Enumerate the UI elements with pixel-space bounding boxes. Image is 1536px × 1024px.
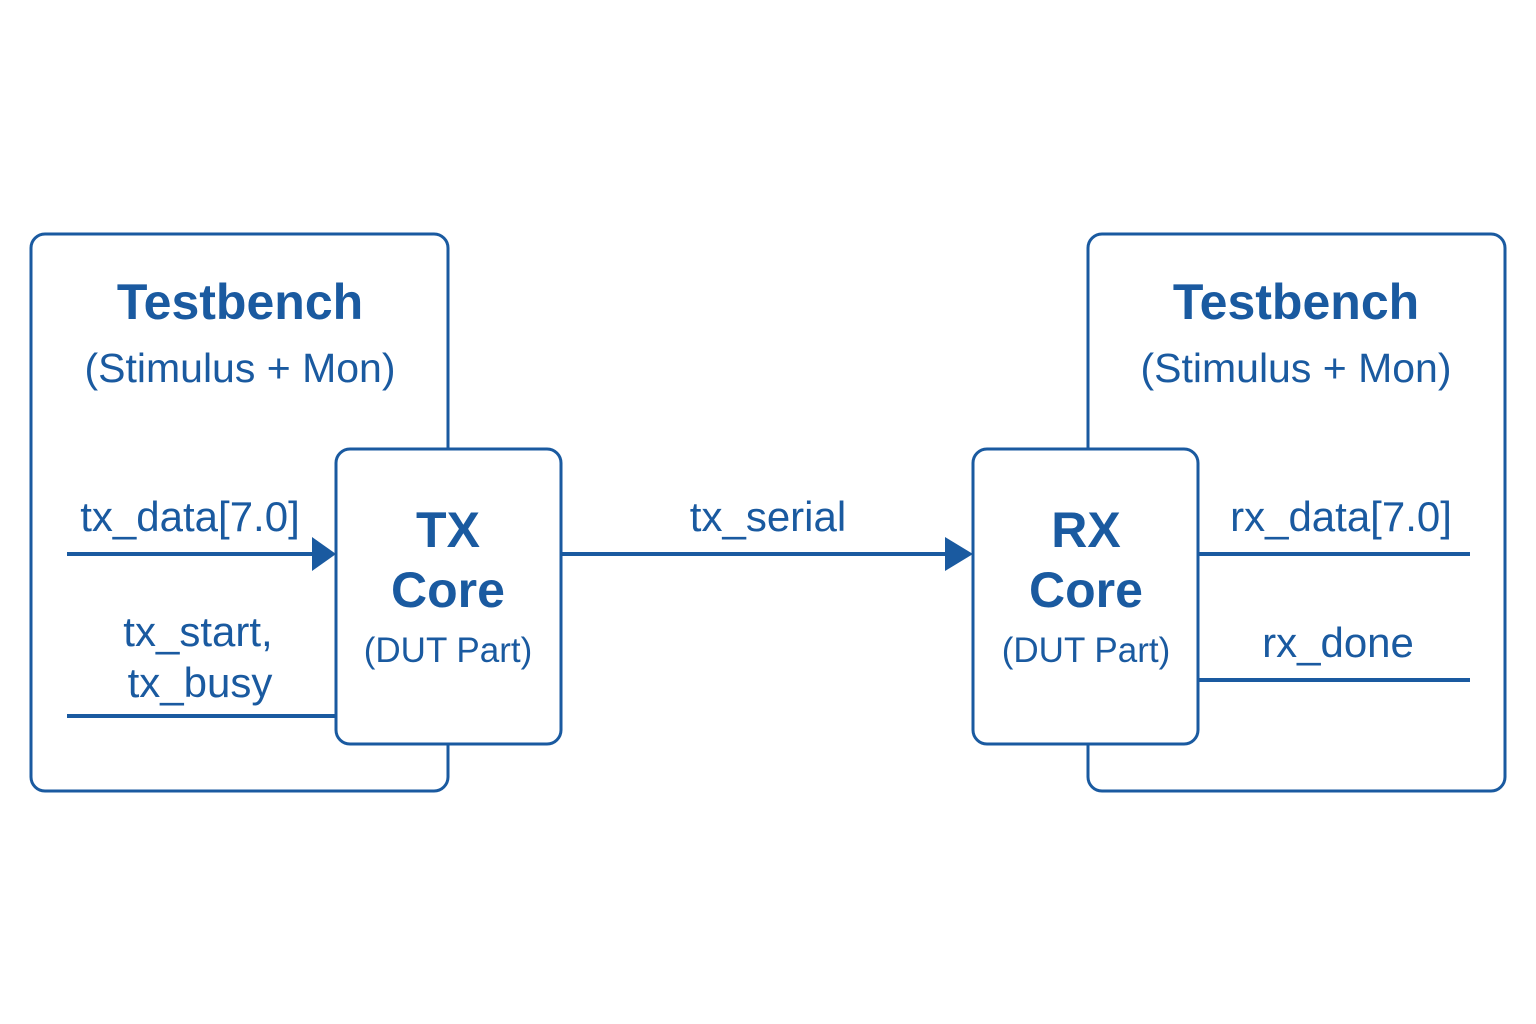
rx-data-label: rx_data[7.0]	[1230, 493, 1452, 540]
rx-core-box	[971, 447, 1200, 746]
tx-data-arrowhead	[312, 537, 336, 571]
left-testbench-title: Testbench	[117, 274, 363, 330]
tx-serial-arrowhead	[945, 537, 973, 571]
tx-core-subtitle: Core	[391, 562, 505, 618]
tx-start-label: tx_start,	[123, 608, 272, 655]
rx-core-dut-label: (DUT Part)	[1002, 631, 1171, 670]
rx-done-label: rx_done	[1262, 619, 1414, 666]
tx-serial-label: tx_serial	[690, 493, 846, 540]
right-testbench-title: Testbench	[1173, 274, 1419, 330]
tx-core-box	[334, 447, 563, 746]
tx-core: TX Core (DUT Part)	[334, 447, 563, 746]
rx-core-subtitle: Core	[1029, 562, 1143, 618]
tx-data-label: tx_data[7.0]	[80, 493, 300, 540]
rx-core-title: RX	[1051, 502, 1120, 558]
serial-link: tx_serial	[561, 493, 973, 571]
left-testbench-subtitle: (Stimulus + Mon)	[84, 345, 395, 391]
right-testbench-subtitle: (Stimulus + Mon)	[1140, 345, 1451, 391]
tx-core-dut-label: (DUT Part)	[364, 631, 533, 670]
tx-busy-label: tx_busy	[128, 659, 273, 706]
tx-core-title: TX	[416, 502, 480, 558]
rx-core: RX Core (DUT Part)	[971, 447, 1200, 746]
